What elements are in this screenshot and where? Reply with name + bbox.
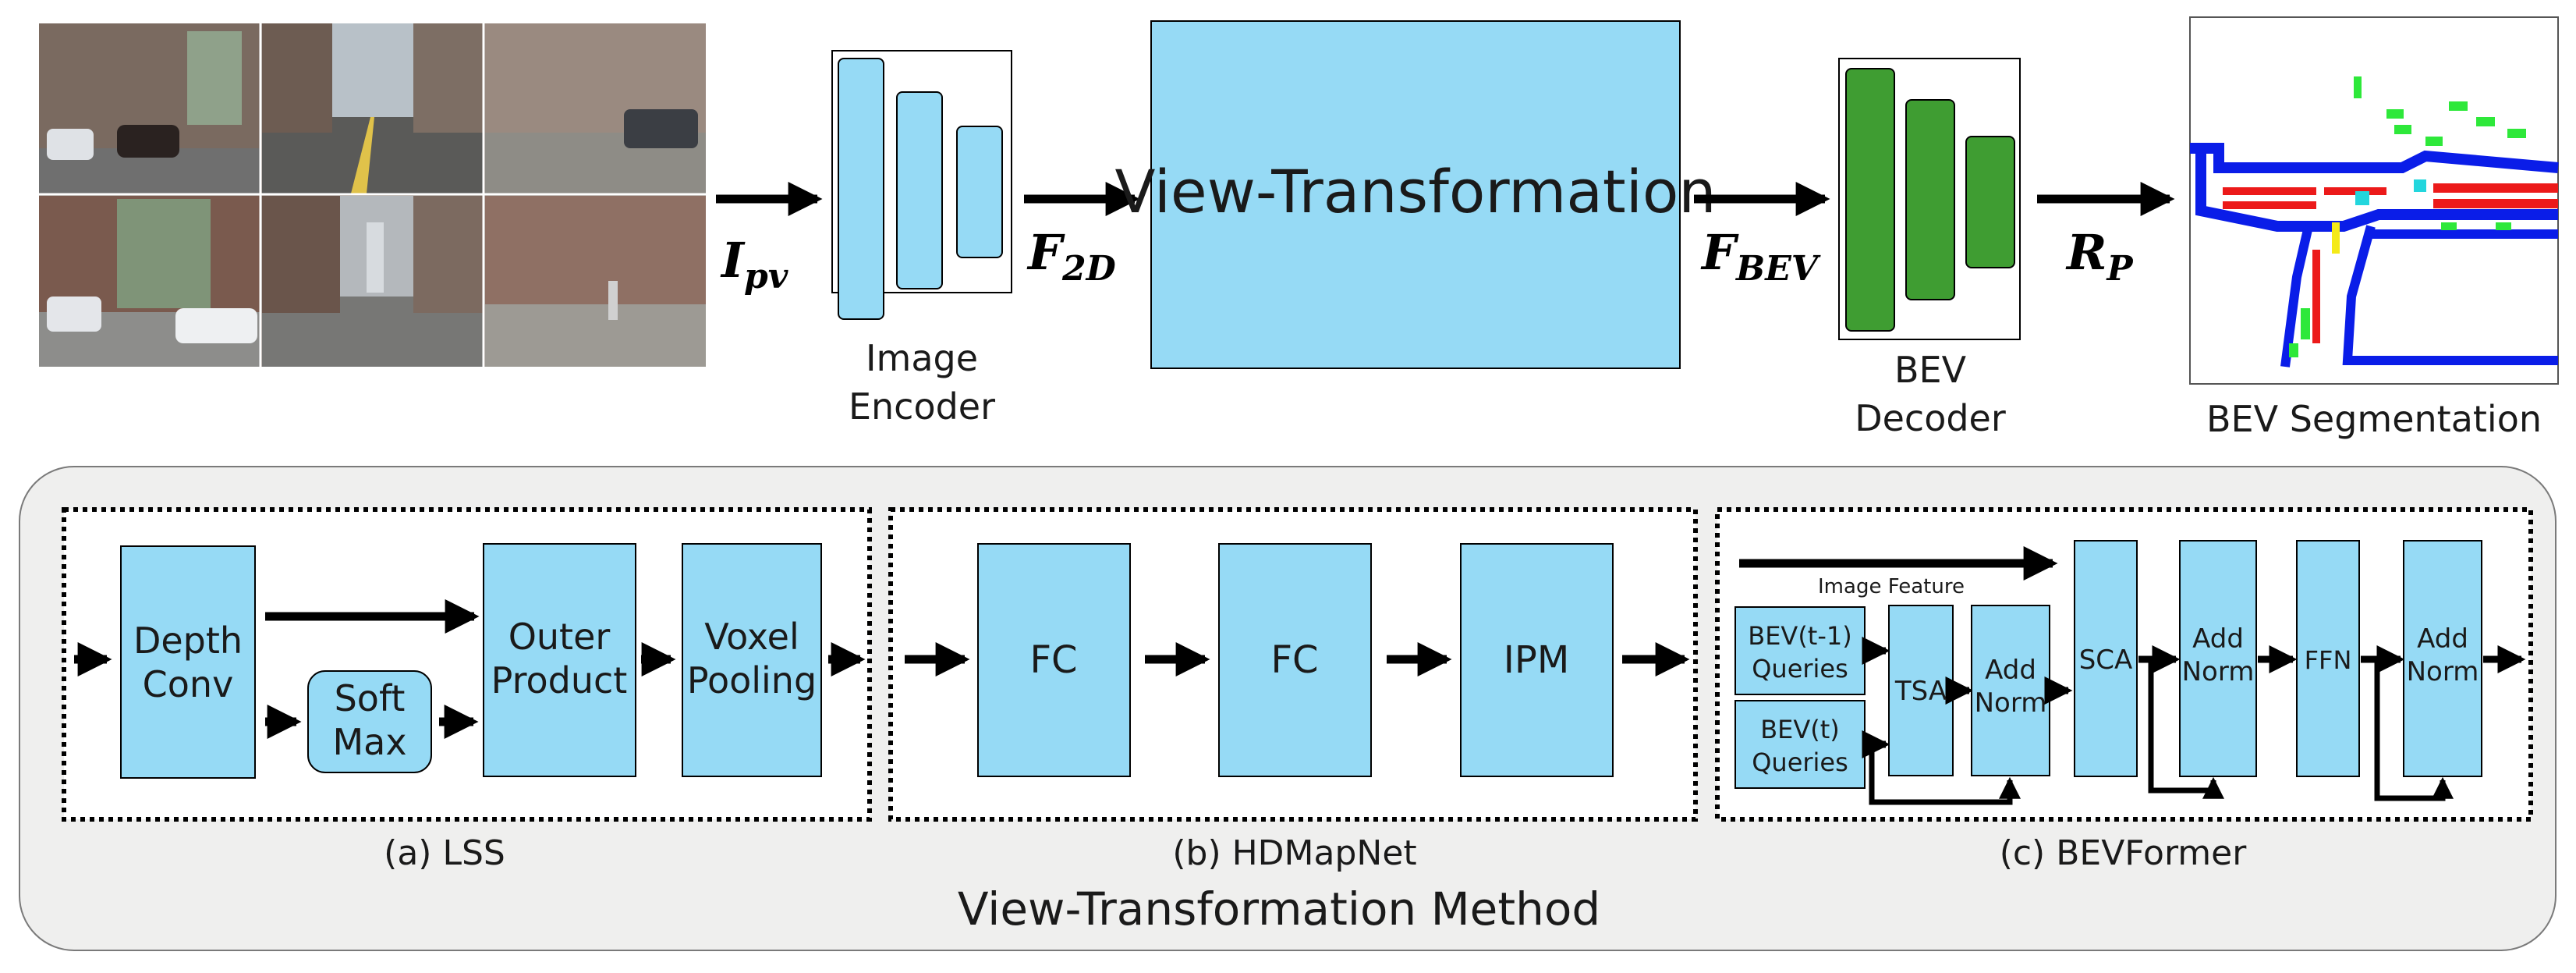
lss-soft-max-line1: Soft (335, 677, 406, 719)
bevformer-queries-line1: BEV(t) (1760, 715, 1840, 744)
image-encoder (831, 50, 1012, 320)
image-encoder-label-line1: Image (866, 337, 978, 379)
bevformer-caption: (c) BEVFormer (2000, 833, 2248, 873)
lss-voxel-pooling-line1: Voxel (704, 616, 799, 658)
bevformer-prev-queries-line2: Queries (1752, 654, 1848, 684)
bevformer-image-feature: Image Feature (1818, 575, 1965, 598)
lss-caption: (a) LSS (384, 833, 505, 873)
bev-segmentation-label: BEV Segmentation (2206, 398, 2542, 440)
bevformer-queries-line2: Queries (1752, 748, 1848, 777)
bevformer-add-norm-3-line2: Norm (2407, 656, 2479, 687)
bevformer-sca: SCA (2079, 645, 2133, 676)
bevformer-add-norm-2-line1: Add (2192, 623, 2244, 655)
bevformer-section (1715, 507, 2533, 822)
image-encoder-label-line2: Encoder (849, 385, 995, 428)
bev-decoder-label-line1: BEV (1894, 349, 1967, 391)
bev-decoder-label-line2: Decoder (1855, 397, 2006, 439)
camera-image-grid-icon (39, 23, 706, 367)
hdmapnet-section (888, 507, 1698, 822)
lss-depth-conv-line1: Depth (133, 620, 243, 662)
hdmapnet-ipm: IPM (1504, 638, 1570, 682)
view-transformation-label: View-Transformation (1115, 157, 1717, 226)
bev-decoder (1838, 58, 2021, 340)
f2d-symbol: F2D (1026, 224, 1116, 289)
view-transformation-block (1150, 20, 1681, 369)
hdmapnet-fc2: FC (1270, 638, 1318, 682)
bev-segmentation-map-icon (2189, 16, 2559, 385)
methods-title: View-Transformation Method (958, 882, 1600, 936)
bevformer-add-norm-2-line2: Norm (2182, 656, 2255, 687)
hdmapnet-caption: (b) HDMapNet (1172, 833, 1416, 873)
bevformer-add-norm-1-line1: Add (1985, 655, 2036, 686)
bevformer-prev-queries-line1: BEV(t-1) (1748, 621, 1851, 651)
lss-voxel-pooling-line2: Pooling (687, 659, 817, 701)
lss-outer-product-line1: Outer (508, 616, 611, 658)
fbev-symbol: FBEV (1700, 224, 1821, 289)
lss-section (62, 507, 872, 822)
bevformer-add-norm-1-line2: Norm (1975, 687, 2047, 719)
bevformer-tsa: TSA (1894, 676, 1947, 707)
lss-soft-max-line2: Max (332, 721, 406, 763)
input-symbol: Ipv (720, 232, 788, 297)
bevformer-ffn: FFN (2305, 645, 2352, 675)
lss-depth-conv-line2: Conv (143, 663, 234, 705)
rp-symbol: RP (2065, 224, 2135, 289)
hdmapnet-fc1: FC (1029, 638, 1077, 682)
lss-outer-product-line2: Product (491, 659, 628, 701)
bevformer-add-norm-3-line1: Add (2417, 623, 2468, 655)
